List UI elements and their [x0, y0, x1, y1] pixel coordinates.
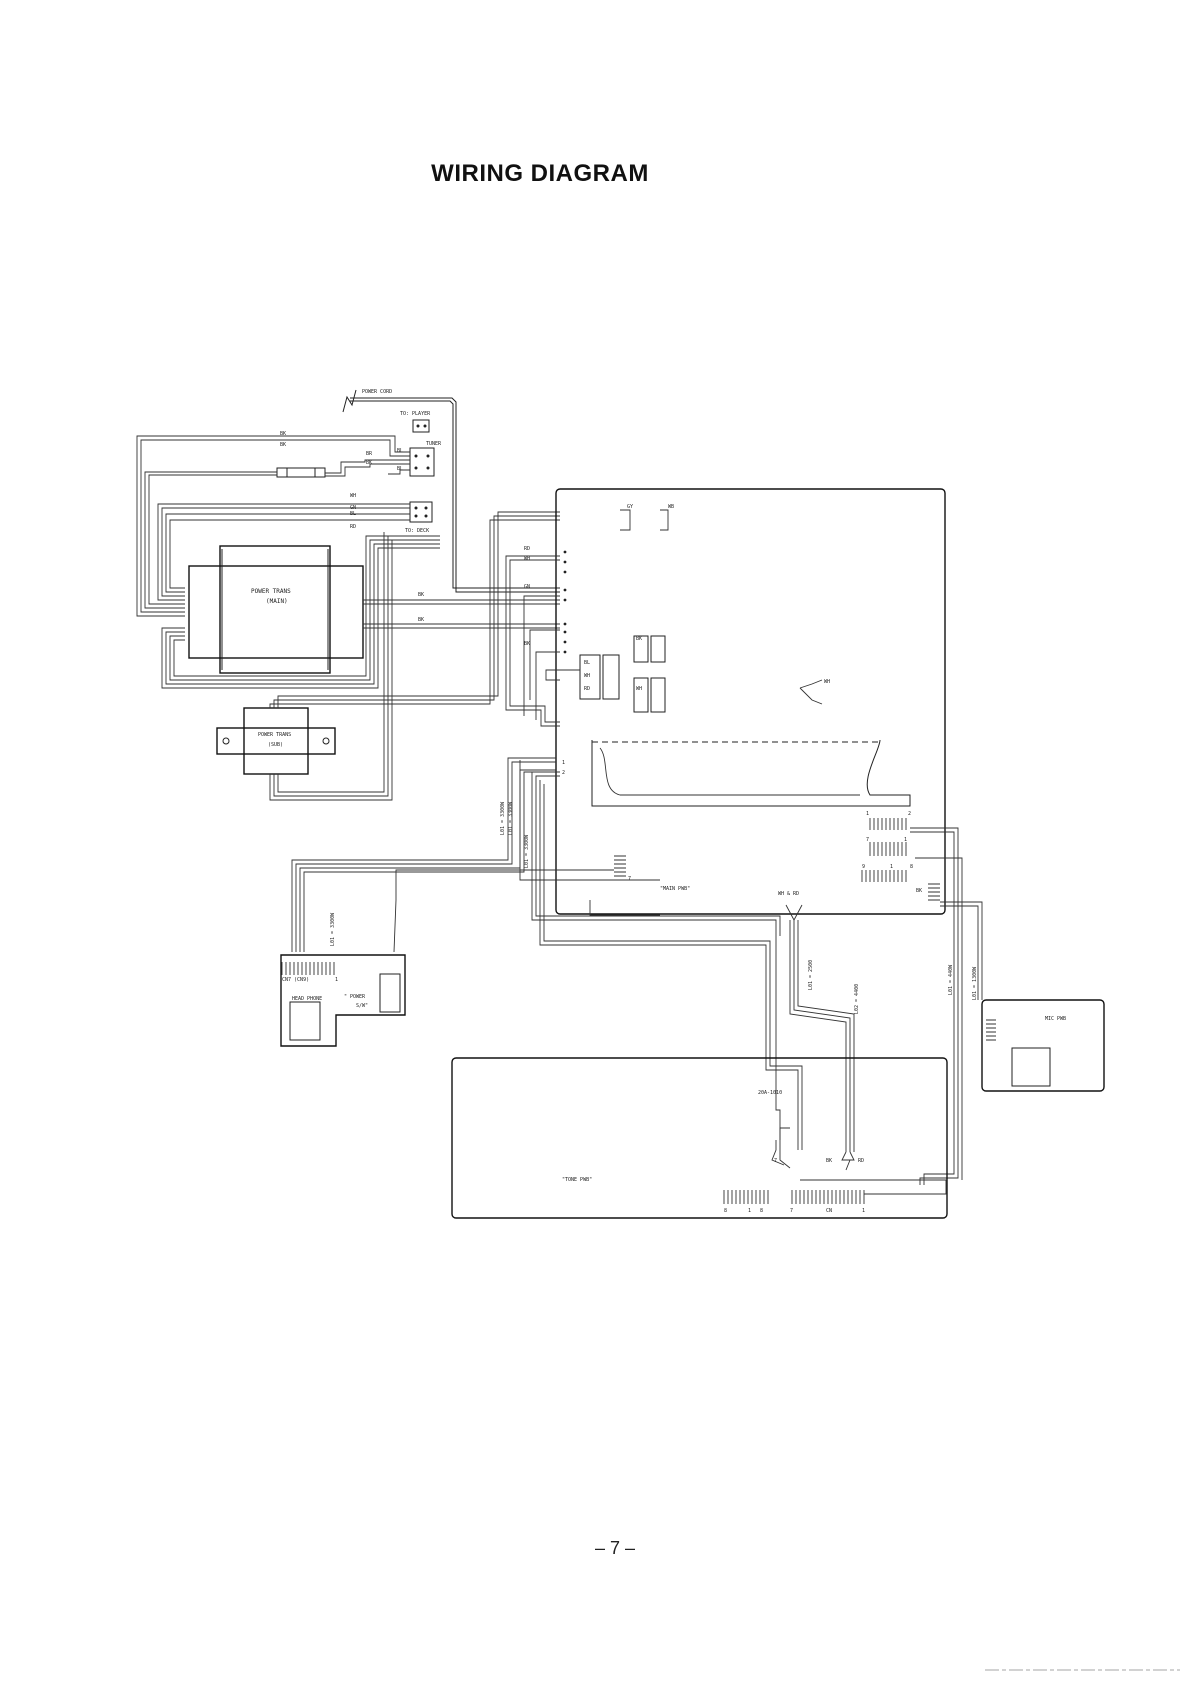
main-pwb-connector-4: 7 [614, 855, 631, 882]
cable-7: L02 = 4400 [854, 984, 860, 1014]
wire-rd2: RD [524, 546, 530, 552]
headphone-board: CN7 (CN9) 1 HEAD PHONE " POWER S/W" [280, 954, 406, 1047]
wire-wh: WH [350, 493, 356, 499]
cn-num-2: 2 [908, 811, 911, 817]
cable-2: L01 = 3300W [500, 801, 506, 835]
wire-gn2: GN [524, 584, 530, 590]
wire-bk1: BK [280, 431, 286, 437]
wire-bk2: BK [280, 442, 286, 448]
tone-pwb-connector-1: 8 1 8 [723, 1190, 769, 1214]
wire-bk4: BK [418, 592, 424, 598]
cn-num-14: CN [826, 1208, 832, 1214]
cn-num-9: 1 [335, 977, 338, 983]
wire-wh3: WH [824, 679, 830, 685]
wire-bl2: BL [397, 466, 403, 472]
to-deck-label: TO: DECK [405, 528, 429, 534]
cable-5: L01 = 440W [948, 964, 954, 995]
fuse [276, 467, 326, 478]
wire-bk9: BK [826, 1158, 832, 1164]
tuner-label: TUNER [426, 441, 442, 447]
wire-whr: WH & RD [778, 891, 799, 897]
wire-wh2: WH [524, 556, 530, 562]
mic-pwb: MIC PWB [981, 999, 1105, 1092]
power-cord: POWER CORD [342, 389, 560, 593]
cn-num-12: 8 [760, 1208, 763, 1214]
main-pwb-connector-2: 7 1 [866, 837, 907, 856]
power-trans-main-label: POWER TRANS [251, 588, 291, 595]
cable-6: L01 = 1300W [972, 966, 978, 1000]
cable-8: L01 = 2500 [808, 960, 814, 990]
main-pwb-connector-5: BK [916, 883, 940, 901]
power-trans-main-sub: (MAIN) [266, 598, 288, 605]
cn-num-1: 1 [866, 811, 869, 817]
tone-pwb-label: "TONE PWB" [562, 1177, 592, 1183]
tuner-connector: TUNER [409, 441, 442, 477]
main-pwb: "MAIN PWB" RD WH GN BK GY WB BL WH RD [524, 488, 946, 915]
to-deck-connector: TO: DECK [405, 501, 433, 534]
cable-1: L01 = 3300W [508, 801, 514, 835]
cn-num-5: 9 [862, 864, 865, 870]
head-phone-label: HEAD PHONE [292, 996, 322, 1002]
mic-pwb-label: MIC PWB [1045, 1016, 1066, 1022]
main-pwb-label: "MAIN PWB" [660, 886, 690, 892]
cn-num-7: 8 [910, 864, 913, 870]
cn-num-10: 8 [724, 1208, 727, 1214]
power-cord-label: POWER CORD [362, 389, 392, 395]
main-pwb-terminals [563, 550, 567, 654]
wire-wh5: WH [584, 673, 590, 679]
cn-num-8: 7 [628, 876, 631, 882]
to-player-connector: TO: PLAYER [400, 411, 431, 433]
cable-9: 20A-1010 [758, 1090, 782, 1096]
left-harness: BK BK BR BK BL BL WH GN BL RD [136, 431, 440, 689]
wire-rd4: RD [858, 1158, 864, 1164]
wire-bl4: BL [584, 660, 590, 666]
wire-wh6: WH [636, 686, 642, 692]
power-trans-sub-sub: (SUB) [268, 742, 283, 748]
to-player-label: TO: PLAYER [400, 411, 431, 417]
power-trans-sub-label: POWER TRANS [258, 732, 291, 738]
tone-pwb: "TONE PWB" 20A-1010 7 BK RD 8 1 8 7 CN 1 [451, 1057, 948, 1219]
wire-bk3: BK [366, 460, 372, 466]
cable-4: L01 = 3300W [330, 912, 336, 946]
cn-num-15: 1 [862, 1208, 865, 1214]
tone-pwb-connector-2: 7 CN 1 [790, 1190, 865, 1214]
cn-label: CN7 (CN9) [282, 977, 309, 983]
cn-num-4: 1 [904, 837, 907, 843]
wire-bk6: BK [524, 641, 530, 647]
cn-num-6: 1 [890, 864, 893, 870]
wire-bk5: BK [418, 617, 424, 623]
wire-bk8: BK [916, 888, 922, 894]
cable-3: L01 = 3300W [524, 834, 530, 868]
main-pwb-wiring [505, 555, 855, 1152]
wire-wb: WB [668, 504, 674, 510]
headphone-cables: L01 = 3300W L01 = 3300W L01 = 3300W L01 … [291, 757, 614, 953]
wire-rd3: RD [584, 686, 590, 692]
wire-bl3: BL [350, 511, 356, 517]
wire-gn: GN [350, 505, 356, 511]
power-sw-label-2: S/W" [356, 1003, 368, 1009]
cn-num-11: 1 [748, 1208, 751, 1214]
cn-num-17: 2 [562, 770, 565, 776]
cn-num-16: 1 [562, 760, 565, 766]
main-pwb-connector-3: 9 1 8 [861, 864, 913, 882]
wire-br: BR [366, 451, 373, 457]
wire-bk7: BK [636, 636, 642, 642]
wire-rd: RD [350, 524, 356, 530]
page-title: WIRING DIAGRAM [431, 160, 649, 187]
right-cables: L01 = 440W L01 = 1300W L02 = 4400 L01 = … [808, 827, 983, 1185]
page-number: – 7 – [594, 1538, 636, 1558]
cn-num-13: 7 [790, 1208, 793, 1214]
wire-gy: GY [627, 504, 633, 510]
wire-bl: BL [397, 448, 403, 454]
power-sw-label-1: " POWER [344, 994, 366, 1000]
power-trans-main: POWER TRANS (MAIN) BK BK [188, 545, 560, 674]
cn-num-18: 7 [774, 1158, 777, 1164]
main-pwb-connector-1: 1 2 [866, 811, 911, 830]
cn-num-3: 7 [866, 837, 869, 843]
power-trans-sub: POWER TRANS (SUB) [216, 511, 560, 801]
